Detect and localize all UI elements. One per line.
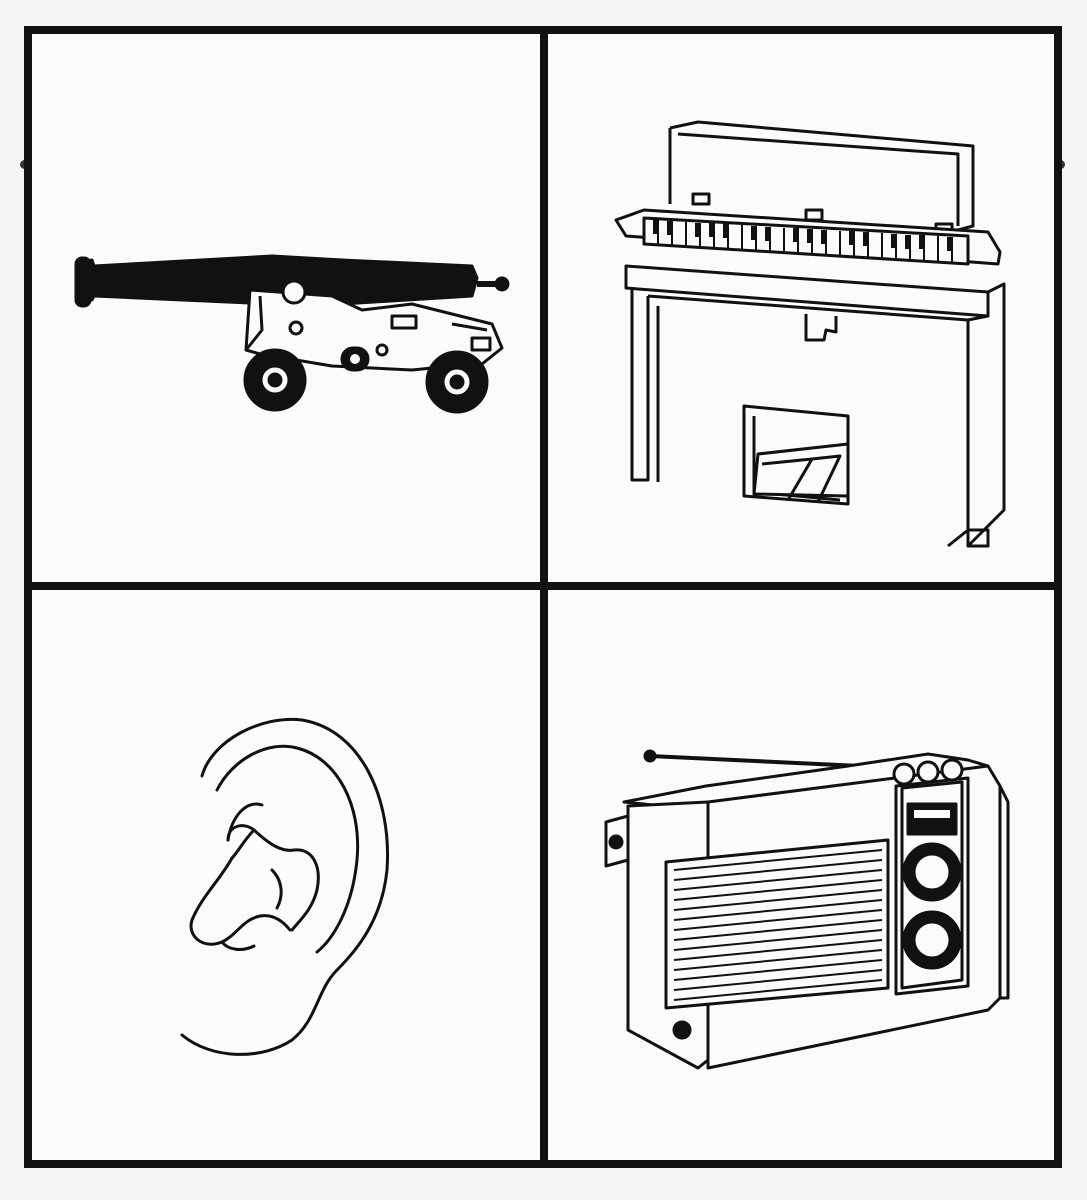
radio-icon	[604, 749, 1010, 1070]
picture-grid	[24, 26, 1062, 1168]
ear-icon	[180, 717, 390, 1056]
cell-ear[interactable]	[32, 590, 540, 1160]
cell-cannon[interactable]	[32, 34, 540, 582]
horizontal-divider	[32, 582, 1054, 590]
cell-piano[interactable]	[548, 34, 1054, 582]
cannon-icon	[74, 254, 510, 414]
vertical-divider	[540, 34, 548, 1160]
piano-icon	[614, 120, 1006, 548]
cell-radio[interactable]	[548, 590, 1054, 1160]
